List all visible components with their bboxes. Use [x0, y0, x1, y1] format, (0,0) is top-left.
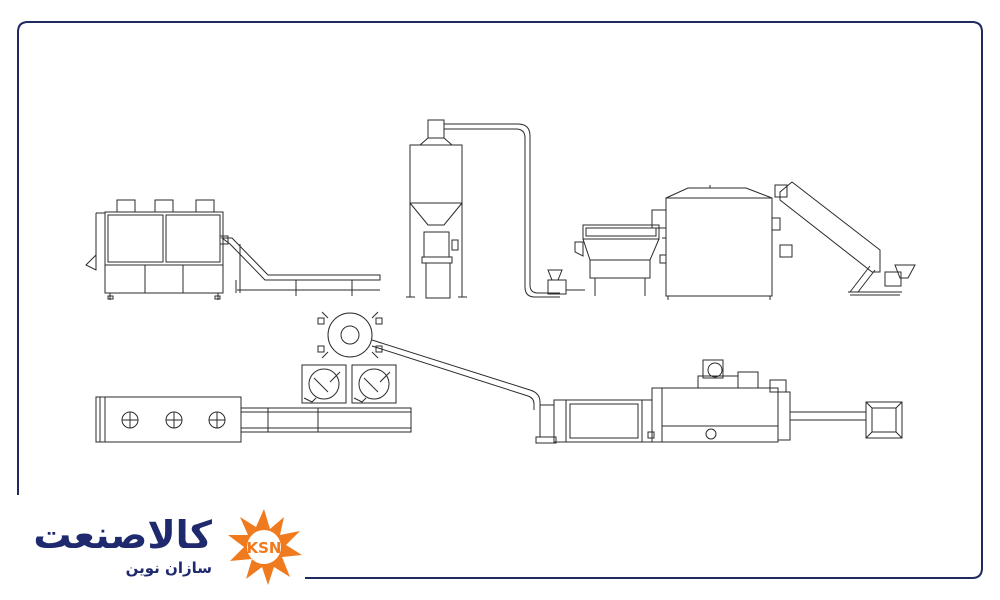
- emblem-text: KSN: [247, 539, 282, 557]
- dryer-unit: [85, 199, 224, 300]
- logo-tagline: سازان نوین: [125, 559, 212, 577]
- inclined-conveyor-left: [219, 235, 381, 296]
- cooling-conveyor: [95, 396, 412, 443]
- extruder-unit: [535, 359, 903, 444]
- rotary-valve-pair: [301, 364, 397, 404]
- silo-unit: [406, 119, 585, 299]
- fryer-unit: [574, 181, 916, 300]
- cyclone-separator: [317, 311, 541, 410]
- company-logo: کالاصنعت سازان نوین KSN: [14, 505, 304, 590]
- gear-emblem-icon: KSN: [228, 509, 302, 585]
- logo-wordmark: کالاصنعت: [33, 513, 212, 557]
